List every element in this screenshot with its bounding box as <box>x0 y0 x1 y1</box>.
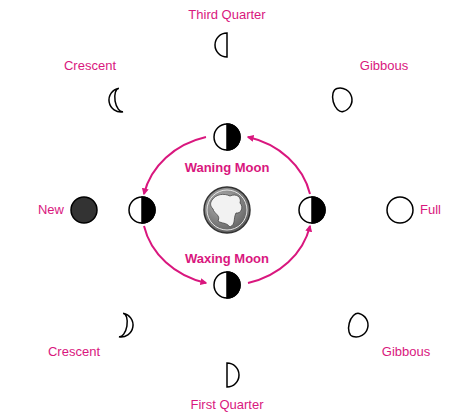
inner-moon <box>214 272 240 298</box>
crescent-moon <box>107 88 123 114</box>
third-quarter-moon <box>215 33 227 57</box>
inner-moon <box>214 124 240 150</box>
new-moon <box>71 197 97 223</box>
inner-moon <box>129 197 155 223</box>
inner-moon <box>299 197 325 223</box>
orbit-label: Waxing Moon <box>185 252 269 267</box>
orbit-arrows <box>144 137 310 283</box>
first-quarter-moon <box>227 363 239 387</box>
phase-label: Crescent <box>64 59 116 74</box>
full-moon <box>387 197 413 223</box>
gibbous-moon <box>346 312 371 340</box>
phase-label: Third Quarter <box>188 8 265 23</box>
phase-label: New <box>38 203 64 218</box>
phase-label: First Quarter <box>191 398 264 413</box>
earth-icon <box>204 187 250 233</box>
phase-shapes <box>71 33 413 387</box>
phase-label: Gibbous <box>382 345 430 360</box>
crescent-moon <box>119 313 135 339</box>
orbit-label: Waning Moon <box>185 161 270 176</box>
phase-label: Crescent <box>48 345 100 360</box>
phase-label: Full <box>420 203 441 218</box>
inner-moons <box>129 124 325 298</box>
phase-label: Gibbous <box>360 59 408 74</box>
gibbous-moon <box>330 85 355 113</box>
